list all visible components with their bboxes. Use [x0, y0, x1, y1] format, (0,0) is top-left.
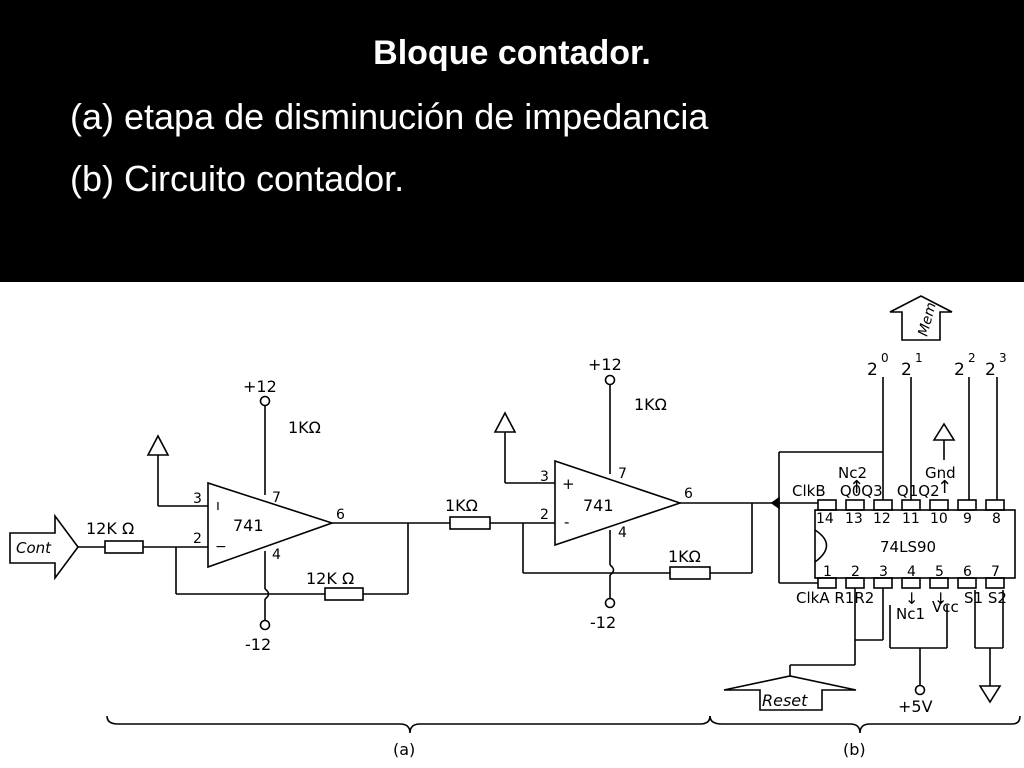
slide-title-area: Bloque contador. (a) etapa de disminució… [0, 0, 1024, 282]
ic-pin-9: 9 [963, 511, 972, 527]
opamp2-mark-minus: - [564, 513, 569, 531]
opamp1-mark-minus: − [215, 539, 227, 555]
ic-label-nc2: Nc2 [838, 464, 867, 482]
opamp1-pos-supply: +12 [243, 377, 277, 396]
label-r-fb1: 12K Ω [306, 569, 354, 588]
ic-pin-14: 14 [816, 511, 834, 527]
output-bit-1-exp: 1 [915, 351, 923, 365]
brace-b [709, 715, 1021, 734]
slide-heading: Bloque contador. [373, 34, 651, 72]
label-r-top1: 1KΩ [288, 418, 321, 437]
opamp2-pin-v-minus: 4 [618, 525, 627, 541]
ic-pin-4: 4 [907, 564, 916, 580]
ic-label-nc1: Nc1 [896, 605, 925, 623]
brace-a-label: (a) [393, 740, 415, 759]
slide-line-b: (b) Circuito contador. [70, 158, 405, 199]
input-connector [9, 513, 79, 581]
ic-pin-3: 3 [879, 564, 888, 580]
output-bit-0-exp: 0 [881, 351, 889, 365]
ic-label-top-row: ClkB Q0Q3 Q1Q2 [792, 482, 940, 500]
output-bit-3-exp: 3 [999, 351, 1007, 365]
slide-line-a: (a) etapa de disminución de impedancia [70, 96, 709, 137]
opamp1-neg-supply: -12 [245, 635, 271, 654]
ic-pin-12: 12 [873, 511, 891, 527]
opamp1-pin-v-minus: 4 [272, 547, 281, 563]
ic-pin-8: 8 [992, 511, 1001, 527]
ic-pin-11: 11 [902, 511, 920, 527]
label-r-fb2: 1KΩ [668, 547, 701, 566]
label-r-top2: 1KΩ [634, 395, 667, 414]
ic-label-s1s2: S1 S2 [964, 589, 1007, 607]
output-bit-1-base: 2 [901, 360, 912, 380]
ic-label-gnd: Gnd [925, 464, 956, 482]
arrow-vcc: ↓ [934, 589, 947, 608]
ic-pin-5: 5 [935, 564, 944, 580]
mem-arrow [889, 295, 953, 341]
arrow-nc1: ↓ [905, 589, 918, 608]
opamp2-neg-supply: -12 [590, 613, 616, 632]
ic-pin-stubs [817, 499, 1005, 589]
opamp1-pin-minus: 2 [193, 531, 202, 547]
opamp2-pin-v-plus: 7 [618, 466, 627, 482]
ic-label-clka-r1r2: ClkA R1R2 [796, 589, 874, 607]
opamp2-pin-minus: 2 [540, 507, 549, 523]
ic-pin-10: 10 [930, 511, 948, 527]
output-bit-2-exp: 2 [968, 351, 976, 365]
opamp1-triangle [207, 481, 335, 569]
reset-connector [723, 675, 857, 711]
reset-label: Reset [762, 691, 808, 710]
supply-5v-label: +5V [898, 697, 933, 716]
input-label: Cont [16, 539, 52, 557]
opamp2-pos-supply: +12 [588, 355, 622, 374]
label-r-mid: 1KΩ [445, 496, 478, 515]
opamp1-pin-plus: 3 [193, 491, 202, 507]
output-bit-0-base: 2 [867, 360, 878, 380]
ic-pin-6: 6 [963, 564, 972, 580]
ic-pin-13: 13 [845, 511, 863, 527]
circuit-diagram: Cont 12K Ω 12K Ω 1KΩ 1KΩ 1KΩ 1KΩ 741 +12… [0, 282, 1024, 768]
opamp1-pin-out: 6 [336, 507, 345, 523]
arrow-nc2: ↑ [849, 477, 864, 498]
opamp1-pin-v-plus: 7 [272, 490, 281, 506]
opamp2-pin-plus: 3 [540, 469, 549, 485]
output-bit-3-base: 2 [985, 360, 996, 380]
ground-arrow-1 [146, 434, 170, 456]
ground-arrow-3 [932, 422, 956, 441]
ic-name: 74LS90 [880, 538, 936, 556]
opamp1-model: 741 [233, 516, 264, 535]
ic-pin-2: 2 [851, 564, 860, 580]
ic-pin-7: 7 [991, 564, 1000, 580]
brace-a [106, 715, 711, 734]
ground-arrow-2 [493, 411, 517, 433]
ground-arrow-4 [978, 685, 1002, 704]
opamp2-model: 741 [583, 496, 614, 515]
opamp2-pin-out: 6 [684, 486, 693, 502]
opamp2-mark-plus: + [562, 475, 575, 493]
label-r-in: 12K Ω [86, 519, 134, 538]
opamp2-triangle [554, 459, 683, 547]
arrow-gnd: ↑ [937, 477, 952, 498]
ic-label-vcc: Vcc [932, 598, 959, 616]
brace-b-label: (b) [843, 740, 866, 759]
output-bit-2-base: 2 [954, 360, 965, 380]
opamp1-mark-plus: ı [216, 498, 220, 514]
ic-pin-1: 1 [823, 564, 832, 580]
